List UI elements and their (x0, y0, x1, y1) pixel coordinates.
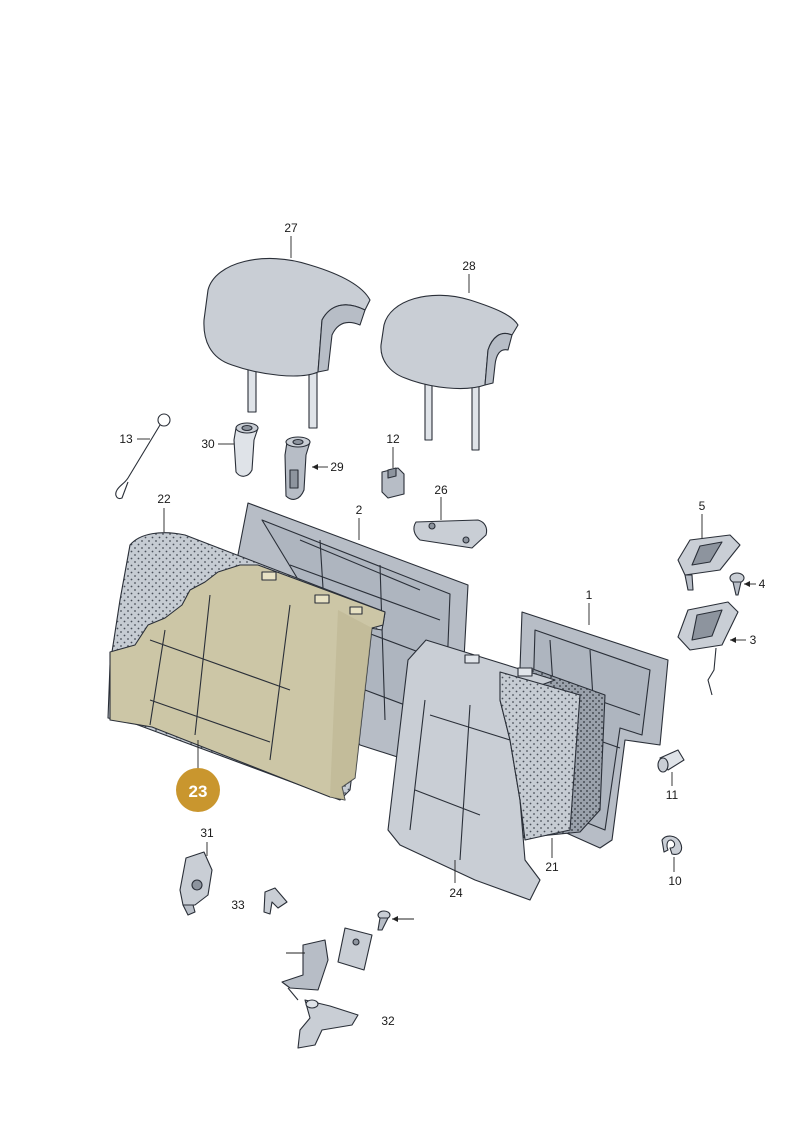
label-5[interactable]: 5 (699, 499, 706, 513)
label-27[interactable]: 29 (330, 460, 344, 474)
part-27-guide-sleeve (284, 436, 311, 500)
part-3-release-handle (677, 601, 739, 696)
part-30-hinge-bracket (287, 987, 359, 1049)
label-20[interactable]: 21 (545, 860, 559, 874)
headrest-26-left-post (424, 377, 433, 441)
callout-23-badge (176, 768, 220, 812)
part-22-backrest-cover (387, 639, 581, 901)
part-32-screw (377, 910, 391, 931)
label-3[interactable]: 3 (750, 633, 757, 647)
label-22[interactable]: 24 (449, 886, 463, 900)
callout-23[interactable]: 23 (176, 740, 220, 812)
label-2[interactable]: 2 (356, 503, 363, 517)
headrest-25 (203, 258, 371, 429)
part-23-highlighted-cover (109, 564, 386, 801)
label-31[interactable]: 33 (231, 898, 245, 912)
label-21[interactable]: 22 (157, 492, 171, 506)
part-12-clip (381, 467, 405, 499)
part-10-clip (661, 835, 683, 855)
part-13-rod (115, 413, 171, 499)
label-12[interactable]: 12 (386, 432, 400, 446)
label-10[interactable]: 10 (668, 874, 682, 888)
leader-arrowheads (312, 464, 750, 922)
label-28[interactable]: 30 (201, 437, 215, 451)
part-4-screw (729, 572, 745, 596)
part-11-cap (657, 749, 685, 773)
part-labels: 27 28 13 30 29 12 26 22 2 5 4 1 3 11 10 … (119, 221, 765, 1028)
label-25[interactable]: 27 (284, 221, 298, 235)
headrest-26 (380, 294, 519, 451)
part-5-release-housing (677, 534, 741, 591)
label-1[interactable]: 1 (586, 588, 593, 602)
label-4[interactable]: 4 (759, 577, 766, 591)
part-29-bracket (179, 851, 213, 916)
part-31-clip (263, 887, 288, 915)
part-28-guide-sleeve (233, 422, 259, 477)
label-26[interactable]: 28 (462, 259, 476, 273)
callout-23-label: 23 (189, 782, 208, 801)
part-33-bracket-plate (281, 927, 373, 991)
label-11[interactable]: 11 (666, 788, 679, 802)
label-13[interactable]: 13 (119, 432, 133, 446)
part-24-cover-plate (413, 519, 488, 549)
label-30[interactable]: 32 (381, 1014, 395, 1028)
label-29[interactable]: 31 (200, 826, 214, 840)
label-24[interactable]: 26 (434, 483, 448, 497)
